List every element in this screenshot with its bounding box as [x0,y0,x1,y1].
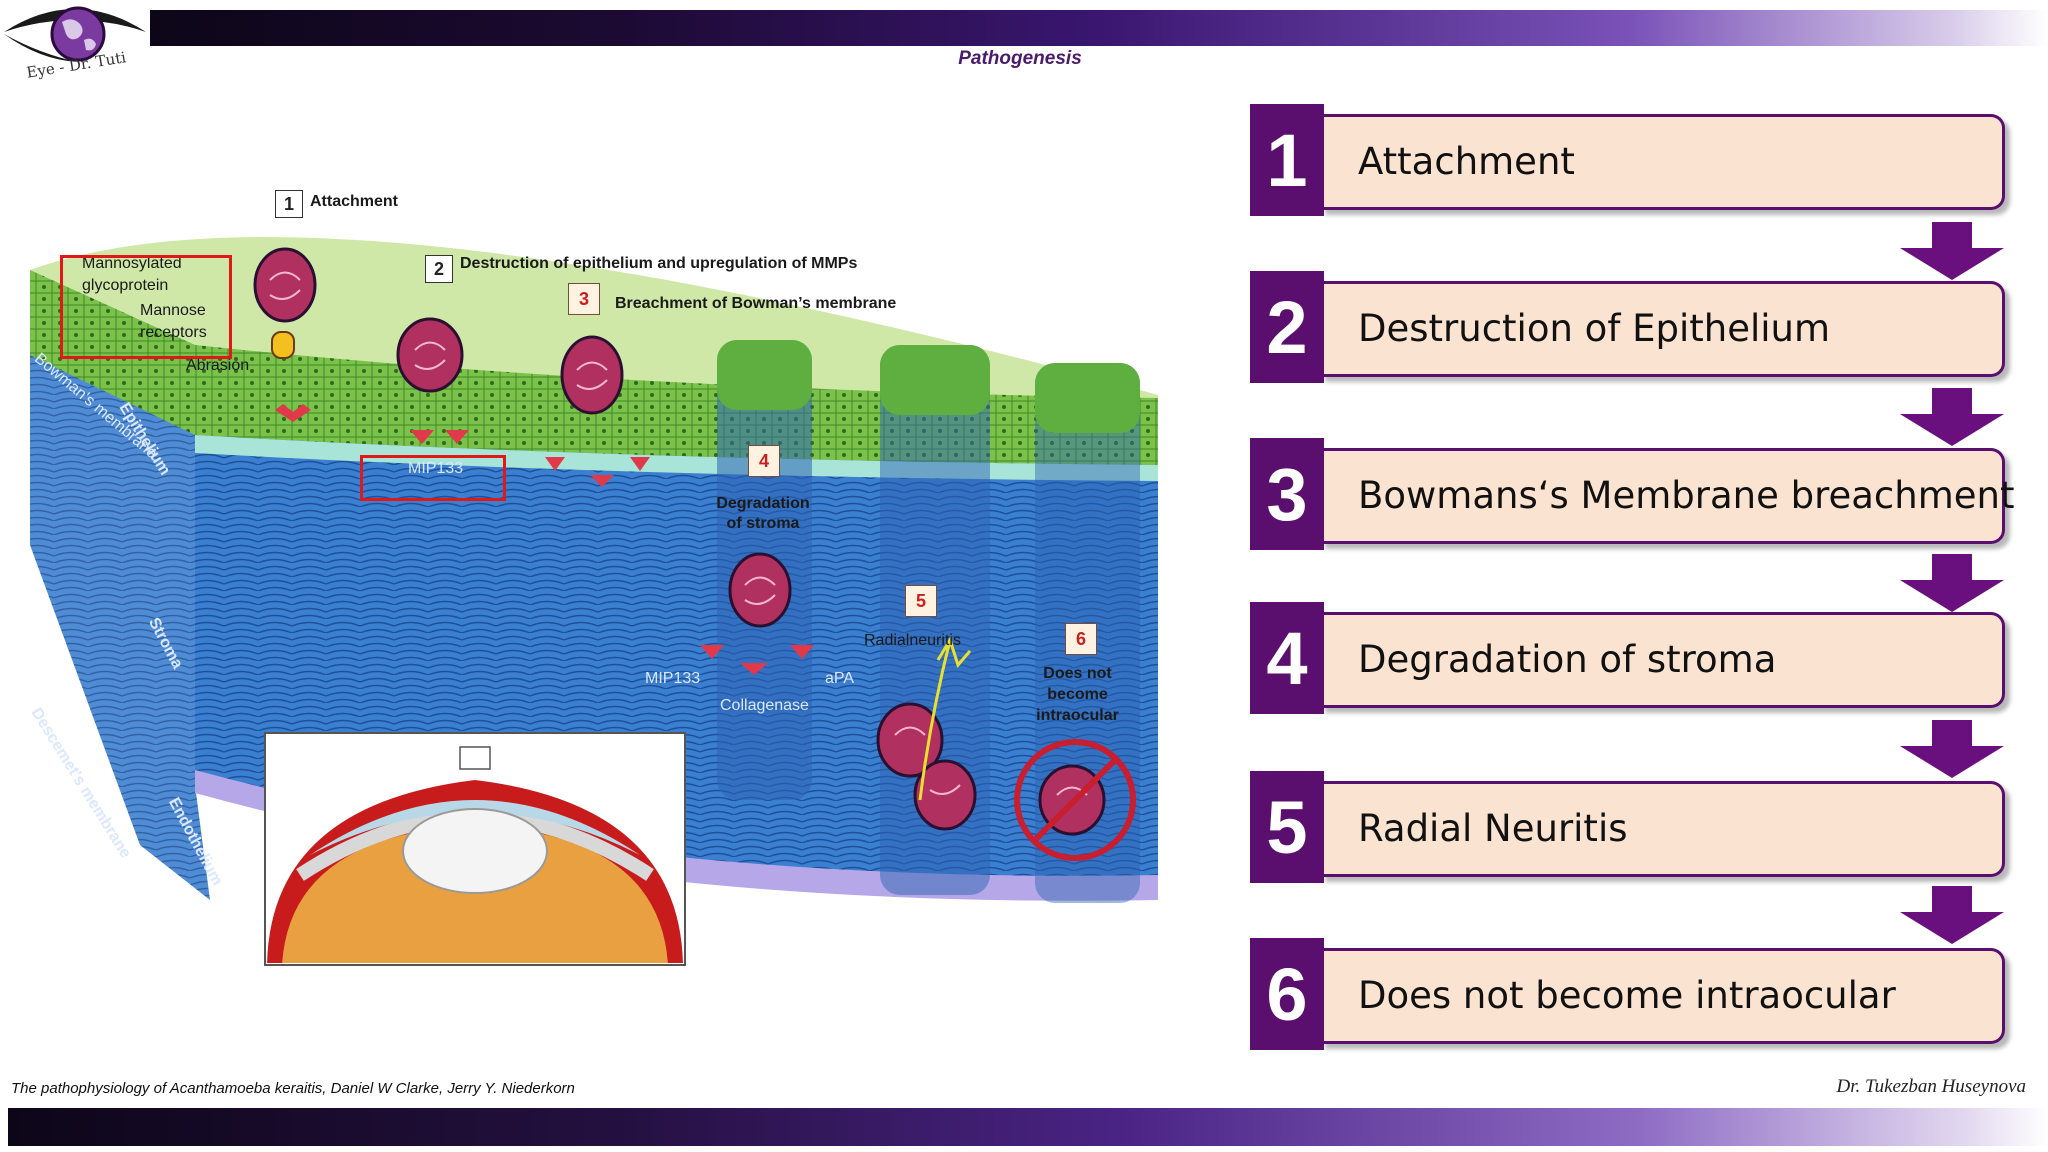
step-box: Destruction of Epithelium [1320,281,2005,377]
step-2: 2 Destruction of Epithelium [1250,271,2008,383]
label-does-not-2: become [1047,686,1108,703]
step-number: 2 [1250,271,1324,383]
label-attachment: Attachment [310,193,399,210]
arrow-down-icon [1900,388,2004,446]
tag-5: 5 [905,585,937,617]
arrow-down-icon [1900,886,2004,944]
step-4: 4 Degradation of stroma [1250,602,2008,714]
tag-1: 1 [275,190,303,218]
step-number: 4 [1250,602,1324,714]
label-does-not-1: Does not [1043,665,1112,682]
cornea-diagram: 1 2 3 4 5 6 Attachment Destruction of ep… [20,185,1178,975]
step-box: Radial Neuritis [1320,781,2005,877]
step-5: 5 Radial Neuritis [1250,771,2008,883]
step-label: Degradation of stroma [1358,638,1777,681]
tag-2: 2 [425,255,453,283]
step-box: Bowmans‘s Membrane breachment [1320,448,2014,544]
step-number: 5 [1250,771,1324,883]
step-box: Degradation of stroma [1320,612,2005,708]
label-mannosylated: Mannosylated [82,255,182,272]
step-label: Does not become intraocular [1358,974,1896,1017]
label-mip133-b: MIP133 [645,670,701,687]
step-label: Attachment [1358,140,1575,183]
label-apa: aPA [825,670,855,687]
citation: The pathophysiology of Acanthamoeba kera… [11,1080,575,1097]
tag-6: 6 [1065,623,1097,655]
step-label: Destruction of Epithelium [1358,307,1831,350]
step-3: 3 Bowmans‘s Membrane breachment [1250,438,2014,550]
label-receptors: receptors [140,324,207,341]
label-degradation-1: Degradation [716,495,810,512]
step-label: Bowmans‘s Membrane breachment [1358,474,2015,517]
arrow-down-icon [1900,554,2004,612]
eye-logo-icon [4,6,146,62]
author: Dr. Tukezban Huseynova [1836,1076,2026,1097]
step-6: 6 Does not become intraocular [1250,938,2008,1050]
footer-bar [8,1108,2048,1146]
label-mannose: Mannose [140,302,206,319]
highlight-mip133-box [360,455,506,501]
label-glycoprotein: glycoprotein [82,277,169,294]
label-degradation-2: of stroma [726,515,800,532]
cornea-illustration [30,237,1158,966]
label-collagenase: Collagenase [720,697,809,714]
label-destruction: Destruction of epithelium and upregulati… [460,255,858,272]
label-does-not-3: intraocular [1036,707,1119,724]
highlight-mannose-box [60,255,232,359]
tag-4: 4 [748,445,780,477]
step-number: 3 [1250,438,1324,550]
label-radialneuritis: Radialneuritis [864,632,961,649]
step-box: Does not become intraocular [1320,948,2005,1044]
header-bar [150,10,2048,46]
step-label: Radial Neuritis [1358,807,1628,850]
label-breachment: Breachment of Bowman’s membrane [615,295,897,312]
step-number: 1 [1250,104,1324,216]
step-number: 6 [1250,938,1324,1050]
step-box: Attachment [1320,114,2005,210]
label-abrasion: Abrasion [186,357,250,374]
step-1: 1 Attachment [1250,104,2008,216]
arrow-down-icon [1900,720,2004,778]
label-mip133-a: MIP133 [408,460,464,477]
page-title: Pathogenesis [958,48,1082,69]
tag-3: 3 [568,283,600,315]
logo: Eye - Dr. Tuti [0,0,150,92]
arrow-down-icon [1900,222,2004,280]
